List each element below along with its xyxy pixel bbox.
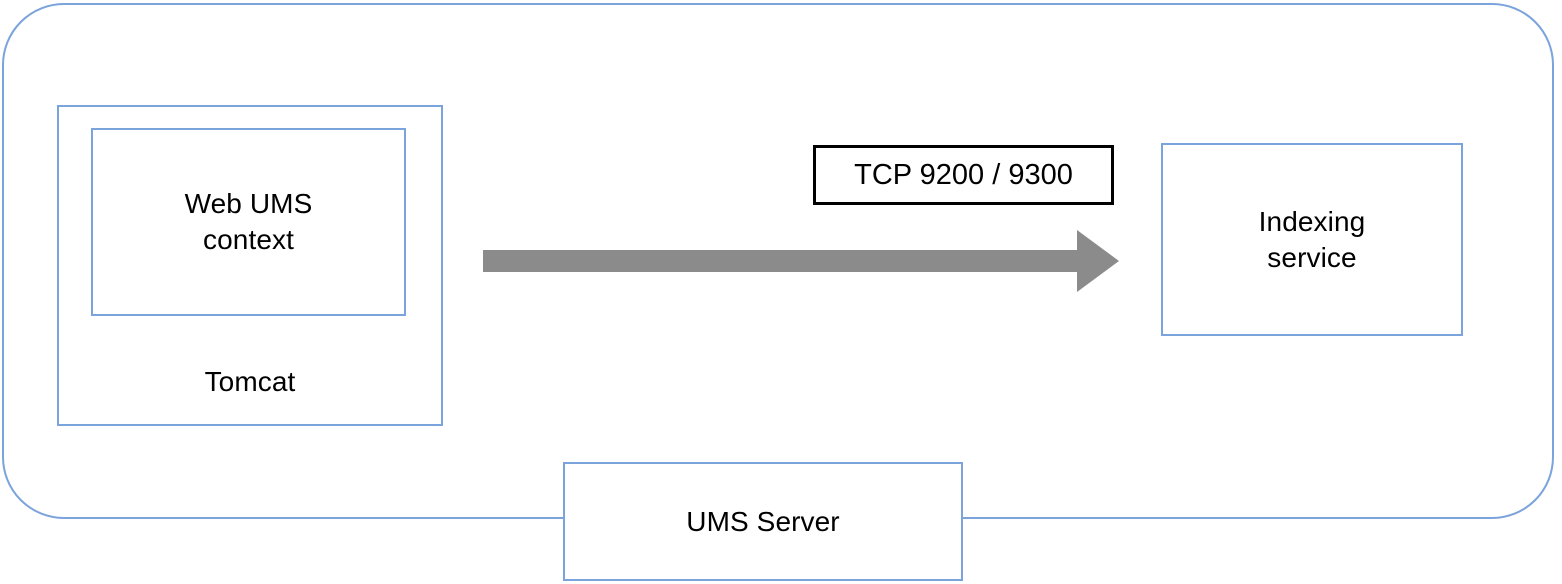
node-indexing-service[interactable]: Indexing service — [1161, 143, 1463, 336]
connection-protocol-label: TCP 9200 / 9300 — [813, 145, 1114, 205]
node-ums-server[interactable]: UMS Server — [563, 462, 963, 581]
connection-protocol-label-text: TCP 9200 / 9300 — [854, 158, 1073, 191]
node-tomcat-label: Tomcat — [204, 366, 296, 398]
node-web-ums-context[interactable]: Web UMS context — [91, 128, 406, 316]
node-ums-server-label: UMS Server — [686, 505, 840, 537]
node-indexing-service-label: Indexing service — [1258, 205, 1366, 273]
node-web-ums-context-label: Web UMS context — [184, 188, 313, 255]
